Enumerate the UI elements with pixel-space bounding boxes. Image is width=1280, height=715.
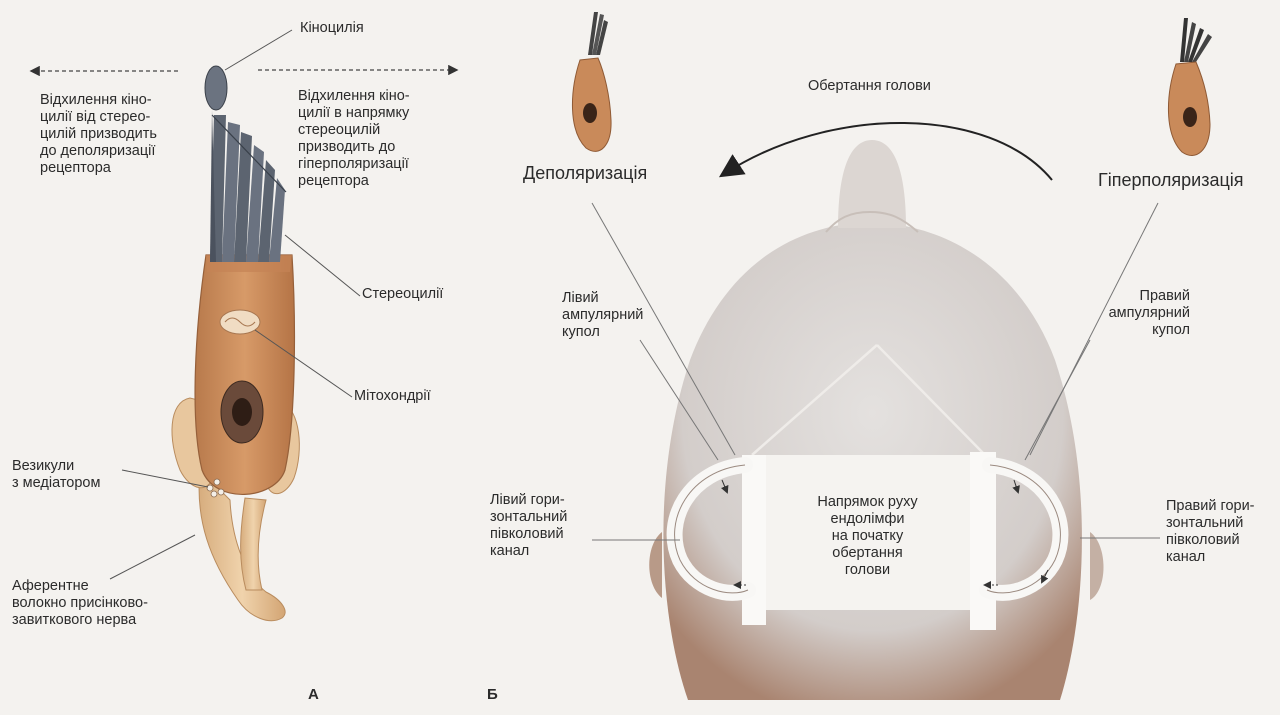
stereocilia-bundle bbox=[210, 114, 287, 262]
right-canal-label: Правий гори- зонтальний півколовий канал bbox=[1166, 498, 1255, 565]
panel-a-letter: А bbox=[308, 686, 319, 703]
left-cupula-label: Лівий ампулярний купол bbox=[562, 290, 644, 340]
hair-cell-illustration bbox=[29, 29, 459, 622]
deflect-away-label: Відхилення кіно- цилії від стерео- цилій… bbox=[40, 92, 157, 176]
hyperpolarization-label: Гіперполяризація bbox=[1098, 170, 1244, 190]
mitochondria-label: Мітохондрії bbox=[354, 388, 431, 404]
right-cupula-label: Правий ампулярний купол bbox=[1108, 288, 1190, 338]
depolarized-cell-icon bbox=[572, 12, 612, 152]
vesicles-shape bbox=[206, 478, 225, 498]
center-panel bbox=[752, 455, 985, 610]
depolarization-label: Деполяризація bbox=[523, 163, 648, 183]
head-illustration bbox=[572, 12, 1212, 700]
vesicles-label: Везикули з медіатором bbox=[12, 458, 101, 491]
afferent-nerve-label: Аферентне волокно присінково- завитковог… bbox=[12, 578, 148, 628]
panel-b-letter: Б bbox=[487, 686, 498, 703]
head-rotation-label: Обертання голови bbox=[808, 78, 931, 94]
cell-body bbox=[194, 254, 296, 495]
endolymph-label: Напрямок руху ендолімфи на початку оберт… bbox=[817, 494, 918, 578]
stereocilia-label: Стереоцилії bbox=[362, 286, 444, 302]
kinocilium-shape bbox=[210, 110, 216, 262]
hyperpolarized-cell-icon bbox=[1168, 18, 1212, 156]
left-canal-label: Лівий гори- зонтальний півколовий канал bbox=[490, 492, 568, 559]
kinocilium-label: Кіноцилія bbox=[300, 20, 364, 36]
deflect-toward-label: Відхилення кіно- цилії в напрямку стерео… bbox=[298, 88, 410, 189]
rotation-arrow bbox=[718, 122, 1053, 181]
